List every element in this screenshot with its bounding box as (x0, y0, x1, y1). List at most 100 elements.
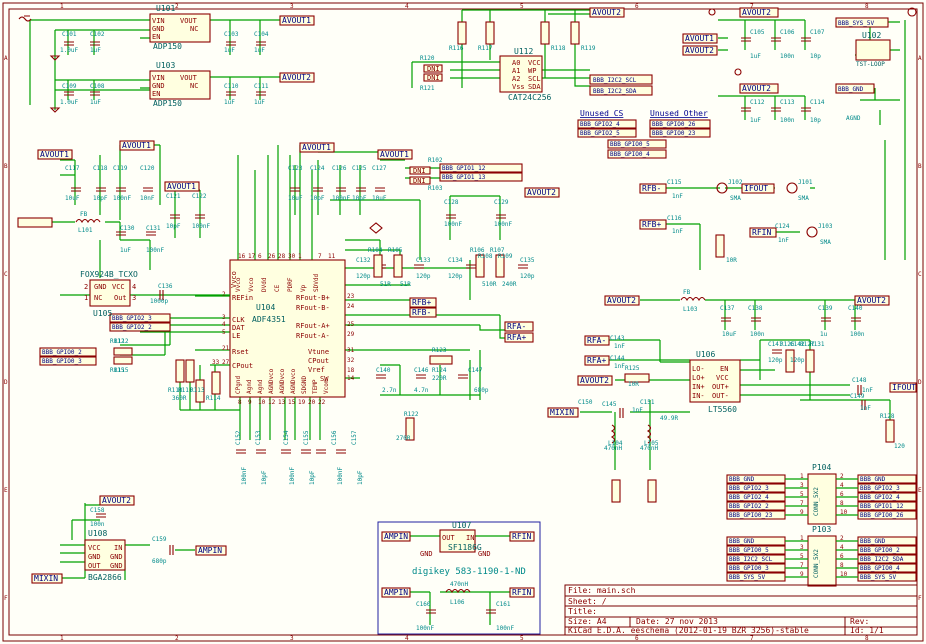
avout1-flag-synth2 (119, 140, 155, 151)
mixer-ref-label: C138 (748, 305, 763, 312)
u105-pinnum-2: 2 (84, 283, 88, 291)
conn-left-net: BBB_GPIO0_5 (729, 547, 769, 554)
synth-cap-label: 10uF (372, 195, 387, 202)
u104-pin-number: 27 (222, 359, 230, 366)
j101-sma: SMA (798, 195, 809, 202)
avout2-flag-mixer3 (577, 375, 613, 386)
frame-col-bottom: 4 (405, 635, 409, 642)
c160-ref: C160 (416, 601, 431, 608)
synth-cap-label: C147 (468, 367, 483, 374)
u108-pin-vcc: VCC (88, 544, 101, 552)
bottom-decoupling-block: C152100nFC15310pFC154100nFC15510pFC15610… (235, 430, 364, 485)
r125-body (715, 234, 725, 258)
synth-cap-label: 100nF (444, 221, 462, 228)
r107-body (495, 254, 505, 278)
u106-pin-outp: OUT+ (712, 383, 729, 391)
r120-dni-label: DNI (427, 65, 440, 73)
c108-val: 1uF (90, 99, 101, 106)
u108-ref: U108 (88, 529, 107, 538)
bottom-cap-val: 10pF (357, 470, 364, 485)
c131-val: 100nF (146, 247, 164, 254)
r123-body (429, 355, 453, 365)
synth-cap-label: C118 (93, 165, 108, 172)
conn-right-net: BBB_GPIO0_4 (860, 565, 900, 572)
synth-res-ref: R105 (388, 247, 403, 254)
l106-val: 470nH (450, 581, 468, 588)
u104-pin-number: 26 (268, 253, 276, 260)
mixer-val-label: 49.9R (660, 415, 678, 422)
u102-ref: U102 (862, 31, 881, 40)
synth-cap-label: 10pF (352, 195, 367, 202)
mixer-val-label: 1nF (614, 343, 625, 350)
synth-cap-label: 100nF (332, 195, 350, 202)
u104-pin-number: 11 (328, 253, 336, 260)
u104-pin-number: 1 (298, 253, 302, 260)
r112-dni (113, 347, 133, 356)
rfin-flag3 (509, 587, 535, 598)
u112-body (499, 55, 543, 93)
c105-val: 1uF (750, 53, 761, 60)
synth-cap-label: C128 (444, 199, 459, 206)
u105-pin-nc: NC (94, 294, 102, 302)
c101-val: 1.0uF (60, 47, 78, 54)
conn-pin-num: 1 (800, 473, 804, 480)
u101-pin-gnd: GND (152, 25, 165, 33)
gpio0-2-flag (39, 347, 97, 357)
conn-pin-num: 8 (840, 562, 844, 569)
r103-dni (409, 176, 431, 185)
rfin-flag (749, 227, 777, 238)
avout2-flag-pwr2 (682, 45, 718, 56)
r120-ref: R120 (420, 55, 435, 62)
synth-res-ref: R123 (432, 347, 447, 354)
flag-unused-cs-1 (577, 128, 637, 138)
mixer-ref-label: R128 (880, 413, 895, 420)
net-rfa-plus-2: RFA+ (587, 356, 606, 365)
u105-body (89, 279, 131, 307)
u112-pin-a1: A1 (512, 67, 520, 75)
r122-body (405, 417, 415, 441)
u104-pin-number: 20 (308, 399, 316, 406)
r119-ref: R119 (581, 45, 596, 52)
bottom-cap-ref: C156 (331, 430, 338, 445)
mixer-ref-label: C150 (578, 399, 593, 406)
u104-pin-number: 12 (268, 399, 276, 406)
avout2-flag-eeprom (589, 7, 625, 18)
r115-ref: R115 (114, 367, 129, 374)
bbbgnd-flag (835, 83, 875, 94)
rfb-minus-flag (409, 307, 437, 318)
c113-val: 100n (780, 117, 795, 124)
mixer-val-label: 1nF (862, 387, 873, 394)
frame-col-top: 7 (750, 3, 754, 10)
net-rfin: RFIN (752, 228, 771, 237)
c161-val: 100nF (496, 625, 514, 632)
u105-pin-gnd: GND (94, 283, 107, 291)
u101-body (149, 13, 211, 43)
r125-val: 10R (726, 257, 737, 264)
r114-body (211, 371, 221, 395)
u104-bottom-pin: SDGND (301, 376, 308, 394)
u104-pin-vvco: Vvco (230, 271, 238, 288)
conn-pin-num: 9 (800, 571, 804, 578)
pwr-flag-circle-1 (907, 7, 917, 17)
frame-row-right: C (918, 271, 922, 278)
mixer-ref-label: R131 (810, 341, 825, 348)
net-avout2-pwr3: AVOUT2 (742, 84, 771, 93)
net-rfin-3: RFIN (512, 588, 531, 597)
u106-pin-inm: IN- (692, 392, 705, 400)
u108-pin-gnd: GND (88, 553, 101, 561)
p103-type: CONN_5X2 (813, 549, 820, 578)
tcxo-block: U105 FOX924B_TCXO GND VCC NC Out 2 4 1 3… (17, 211, 230, 318)
frame-col-bottom: 5 (520, 635, 524, 642)
net-unused-extra-1: BBB_GPIO0_4 (610, 151, 650, 158)
u104-pin-rfoutap: RFout-A+ (296, 322, 330, 330)
u102-body (855, 39, 891, 61)
synth-res-ref: R124 (432, 367, 447, 374)
u103-ref: U103 (156, 61, 175, 70)
synth-cap-label: C136 (158, 283, 173, 290)
j102-sma: SMA (730, 195, 741, 202)
rfa-plus-flag2 (584, 355, 610, 366)
u102-value: TST-LOOP (856, 61, 885, 68)
mixer-val-label: 470nH (640, 445, 658, 452)
